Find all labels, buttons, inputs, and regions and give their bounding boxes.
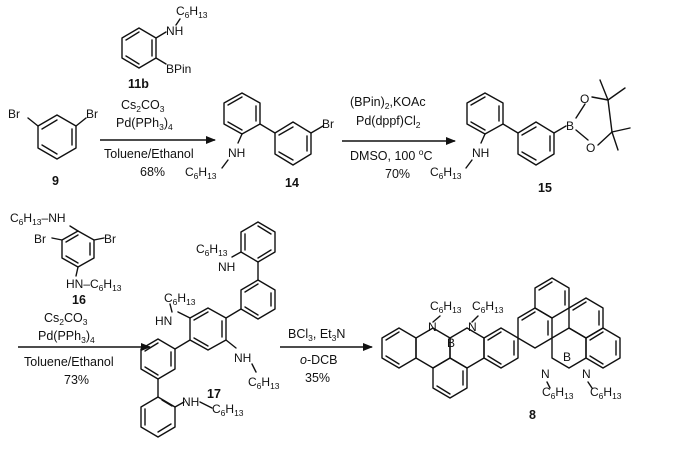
r4-yield: 35% <box>305 371 330 385</box>
17-hn-left: HN <box>155 314 172 328</box>
compound-number-8: 8 <box>529 408 536 422</box>
16-br-right: Br <box>104 232 116 246</box>
compound-number-9: 9 <box>52 174 59 188</box>
reaction-arrow-3: Cs2CO3 Pd(PPh3)4 Toluene/Ethanol 73% <box>18 311 151 387</box>
14-br-label: Br <box>322 117 334 131</box>
r1-catalyst: Pd(PPh3)4 <box>116 116 173 132</box>
compound-17: NH C6H13 HN C6H13 NH C6H13 NH <box>140 221 280 438</box>
17-nh-right: NH <box>234 351 251 365</box>
14-nh-label: NH <box>228 146 245 160</box>
compound-number-11b: 11b <box>128 77 149 91</box>
11b-bpin-label: BPin <box>166 62 191 76</box>
15-o-top: O <box>580 92 589 106</box>
r1-base: Cs2CO3 <box>121 98 165 114</box>
r2-yield: 70% <box>385 167 410 181</box>
reaction-arrow-2: (BPin)2,KOAc Pd(dppf)Cl2 DMSO, 100 oC 70… <box>342 95 456 181</box>
r3-catalyst: Pd(PPh3)4 <box>38 329 95 345</box>
r2-conditions: DMSO, 100 oC <box>350 147 433 163</box>
8-b-right: B <box>563 350 571 364</box>
8-hexyl-1: C6H13 <box>430 299 462 315</box>
17-nh-top: NH <box>218 260 235 274</box>
r1-solvent: Toluene/Ethanol <box>104 147 194 161</box>
compound-14: Br NH C6H13 14 <box>185 92 334 190</box>
16-bottom-amine: HN–C6H13 <box>66 277 122 293</box>
compound-15: B O O NH C6H13 15 <box>430 79 631 195</box>
15-b-label: B <box>566 119 574 133</box>
9-br-right: Br <box>86 107 98 121</box>
8-hexyl-3: C6H13 <box>542 385 574 401</box>
9-br-left: Br <box>8 107 20 121</box>
8-n-center-bottom: N <box>541 367 550 381</box>
14-hexyl-label: C6H13 <box>185 165 217 181</box>
r3-yield: 73% <box>64 373 89 387</box>
compound-number-15: 15 <box>538 181 552 195</box>
8-n-left-top: N <box>428 320 437 334</box>
r2-reagent: (BPin)2,KOAc <box>350 95 426 111</box>
r4-reagents: BCl3, Et3N <box>288 327 345 343</box>
11b-nh-label: NH <box>166 24 183 38</box>
compound-16: C6H13–NH Br Br HN–C6H13 16 <box>10 211 122 307</box>
r3-base: Cs2CO3 <box>44 311 88 327</box>
compound-number-16: 16 <box>72 293 86 307</box>
8-hexyl-4: C6H13 <box>590 385 622 401</box>
compound-number-14: 14 <box>285 176 299 190</box>
16-br-left: Br <box>34 232 46 246</box>
8-hexyl-2: C6H13 <box>472 299 504 315</box>
compound-11b: NH C6H13 BPin 11b <box>121 4 208 91</box>
15-nh-label: NH <box>472 146 489 160</box>
17-hexyl-left: C6H13 <box>164 291 196 307</box>
8-n-right-bottom: N <box>582 367 591 381</box>
8-n-center-top: N <box>468 320 477 334</box>
16-top-amine: C6H13–NH <box>10 211 66 227</box>
compound-9: Br Br 9 <box>8 107 98 188</box>
reaction-arrow-1: Cs2CO3 Pd(PPh3)4 Toluene/Ethanol 68% <box>100 98 216 179</box>
17-nh-bottom: NH <box>182 395 199 409</box>
17-hexyl-right: C6H13 <box>248 375 280 391</box>
compound-8: N B C6H13 N C6H13 B N N <box>381 277 622 422</box>
17-hexyl-top: C6H13 <box>196 242 228 258</box>
r3-solvent: Toluene/Ethanol <box>24 355 114 369</box>
8-b-left: B <box>447 336 455 350</box>
reaction-arrow-4: BCl3, Et3N o-DCB 35% <box>280 327 373 385</box>
15-o-bottom: O <box>586 141 595 155</box>
11b-hexyl-label: C6H13 <box>176 4 208 20</box>
15-hexyl-label: C6H13 <box>430 165 462 181</box>
r2-catalyst: Pd(dppf)Cl2 <box>356 114 421 130</box>
compound-number-17: 17 <box>207 387 221 401</box>
r4-solvent: o-DCB <box>300 353 338 367</box>
17-hexyl-bottom: C6H13 <box>212 402 244 418</box>
r1-yield: 68% <box>140 165 165 179</box>
